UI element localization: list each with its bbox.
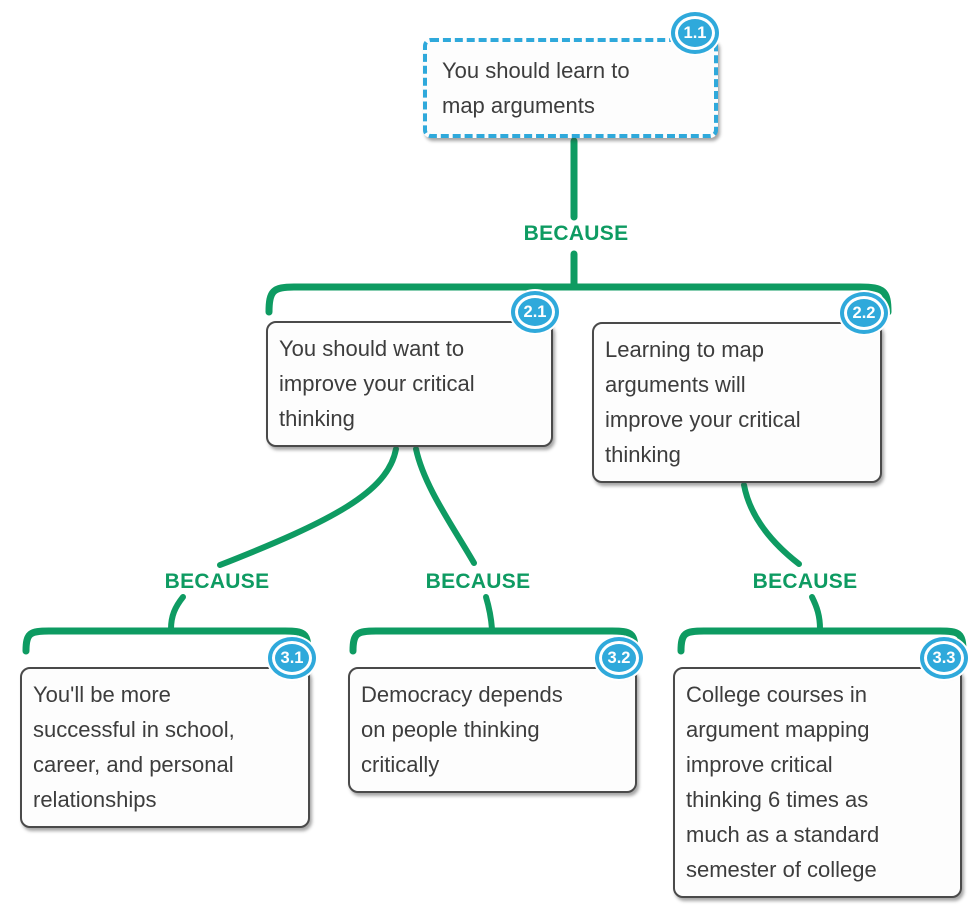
- bracket-3-1: [22, 627, 312, 655]
- node-3-1-badge: 3.1: [272, 641, 312, 675]
- connector-2-1-to-3-2: [413, 446, 477, 566]
- node-1-1-text: You should learn to map arguments: [442, 58, 630, 118]
- node-2-1[interactable]: 2.1 You should want to improve your crit…: [266, 295, 555, 447]
- bracket-3-3: [677, 627, 967, 655]
- node-3-1-text: You'll be more successful in school, car…: [33, 682, 235, 812]
- node-3-2-badge: 3.2: [599, 641, 639, 675]
- connector-stem-3-3: [809, 594, 823, 632]
- node-2-1-badge: 2.1: [515, 295, 555, 329]
- because-label-root: BECAUSE: [523, 222, 629, 245]
- connector-2-1-to-3-1: [217, 446, 399, 568]
- node-1-1-badge: 1.1: [675, 16, 715, 50]
- node-2-2[interactable]: 2.2 Learning to map arguments will impro…: [592, 296, 884, 483]
- node-2-1-text: You should want to improve your critical…: [279, 336, 475, 431]
- node-3-1[interactable]: 3.1 You'll be more successful in school,…: [20, 641, 312, 828]
- because-label-3-1: BECAUSE: [164, 570, 270, 593]
- node-3-3[interactable]: 3.3 College courses in argument mapping …: [673, 641, 964, 898]
- node-3-3-badge: 3.3: [924, 641, 964, 675]
- connector-stem-3-2: [483, 594, 495, 632]
- because-label-3-3: BECAUSE: [752, 570, 858, 593]
- because-label-3-2: BECAUSE: [425, 570, 531, 593]
- bracket-3-2: [349, 627, 639, 655]
- node-1-1[interactable]: 1.1 You should learn to map arguments: [423, 16, 718, 138]
- node-3-2-text: Democracy depends on people thinking cri…: [361, 682, 563, 777]
- bracket-level-2: [265, 283, 892, 316]
- node-2-2-badge: 2.2: [844, 296, 884, 330]
- node-3-2[interactable]: 3.2 Democracy depends on people thinking…: [348, 641, 639, 793]
- connector-2-2-to-3-3: [741, 482, 802, 567]
- node-3-3-text: College courses in argument mapping impr…: [686, 682, 880, 882]
- connector-stem-3-1: [168, 594, 186, 632]
- node-2-2-text: Learning to map arguments will improve y…: [605, 337, 801, 467]
